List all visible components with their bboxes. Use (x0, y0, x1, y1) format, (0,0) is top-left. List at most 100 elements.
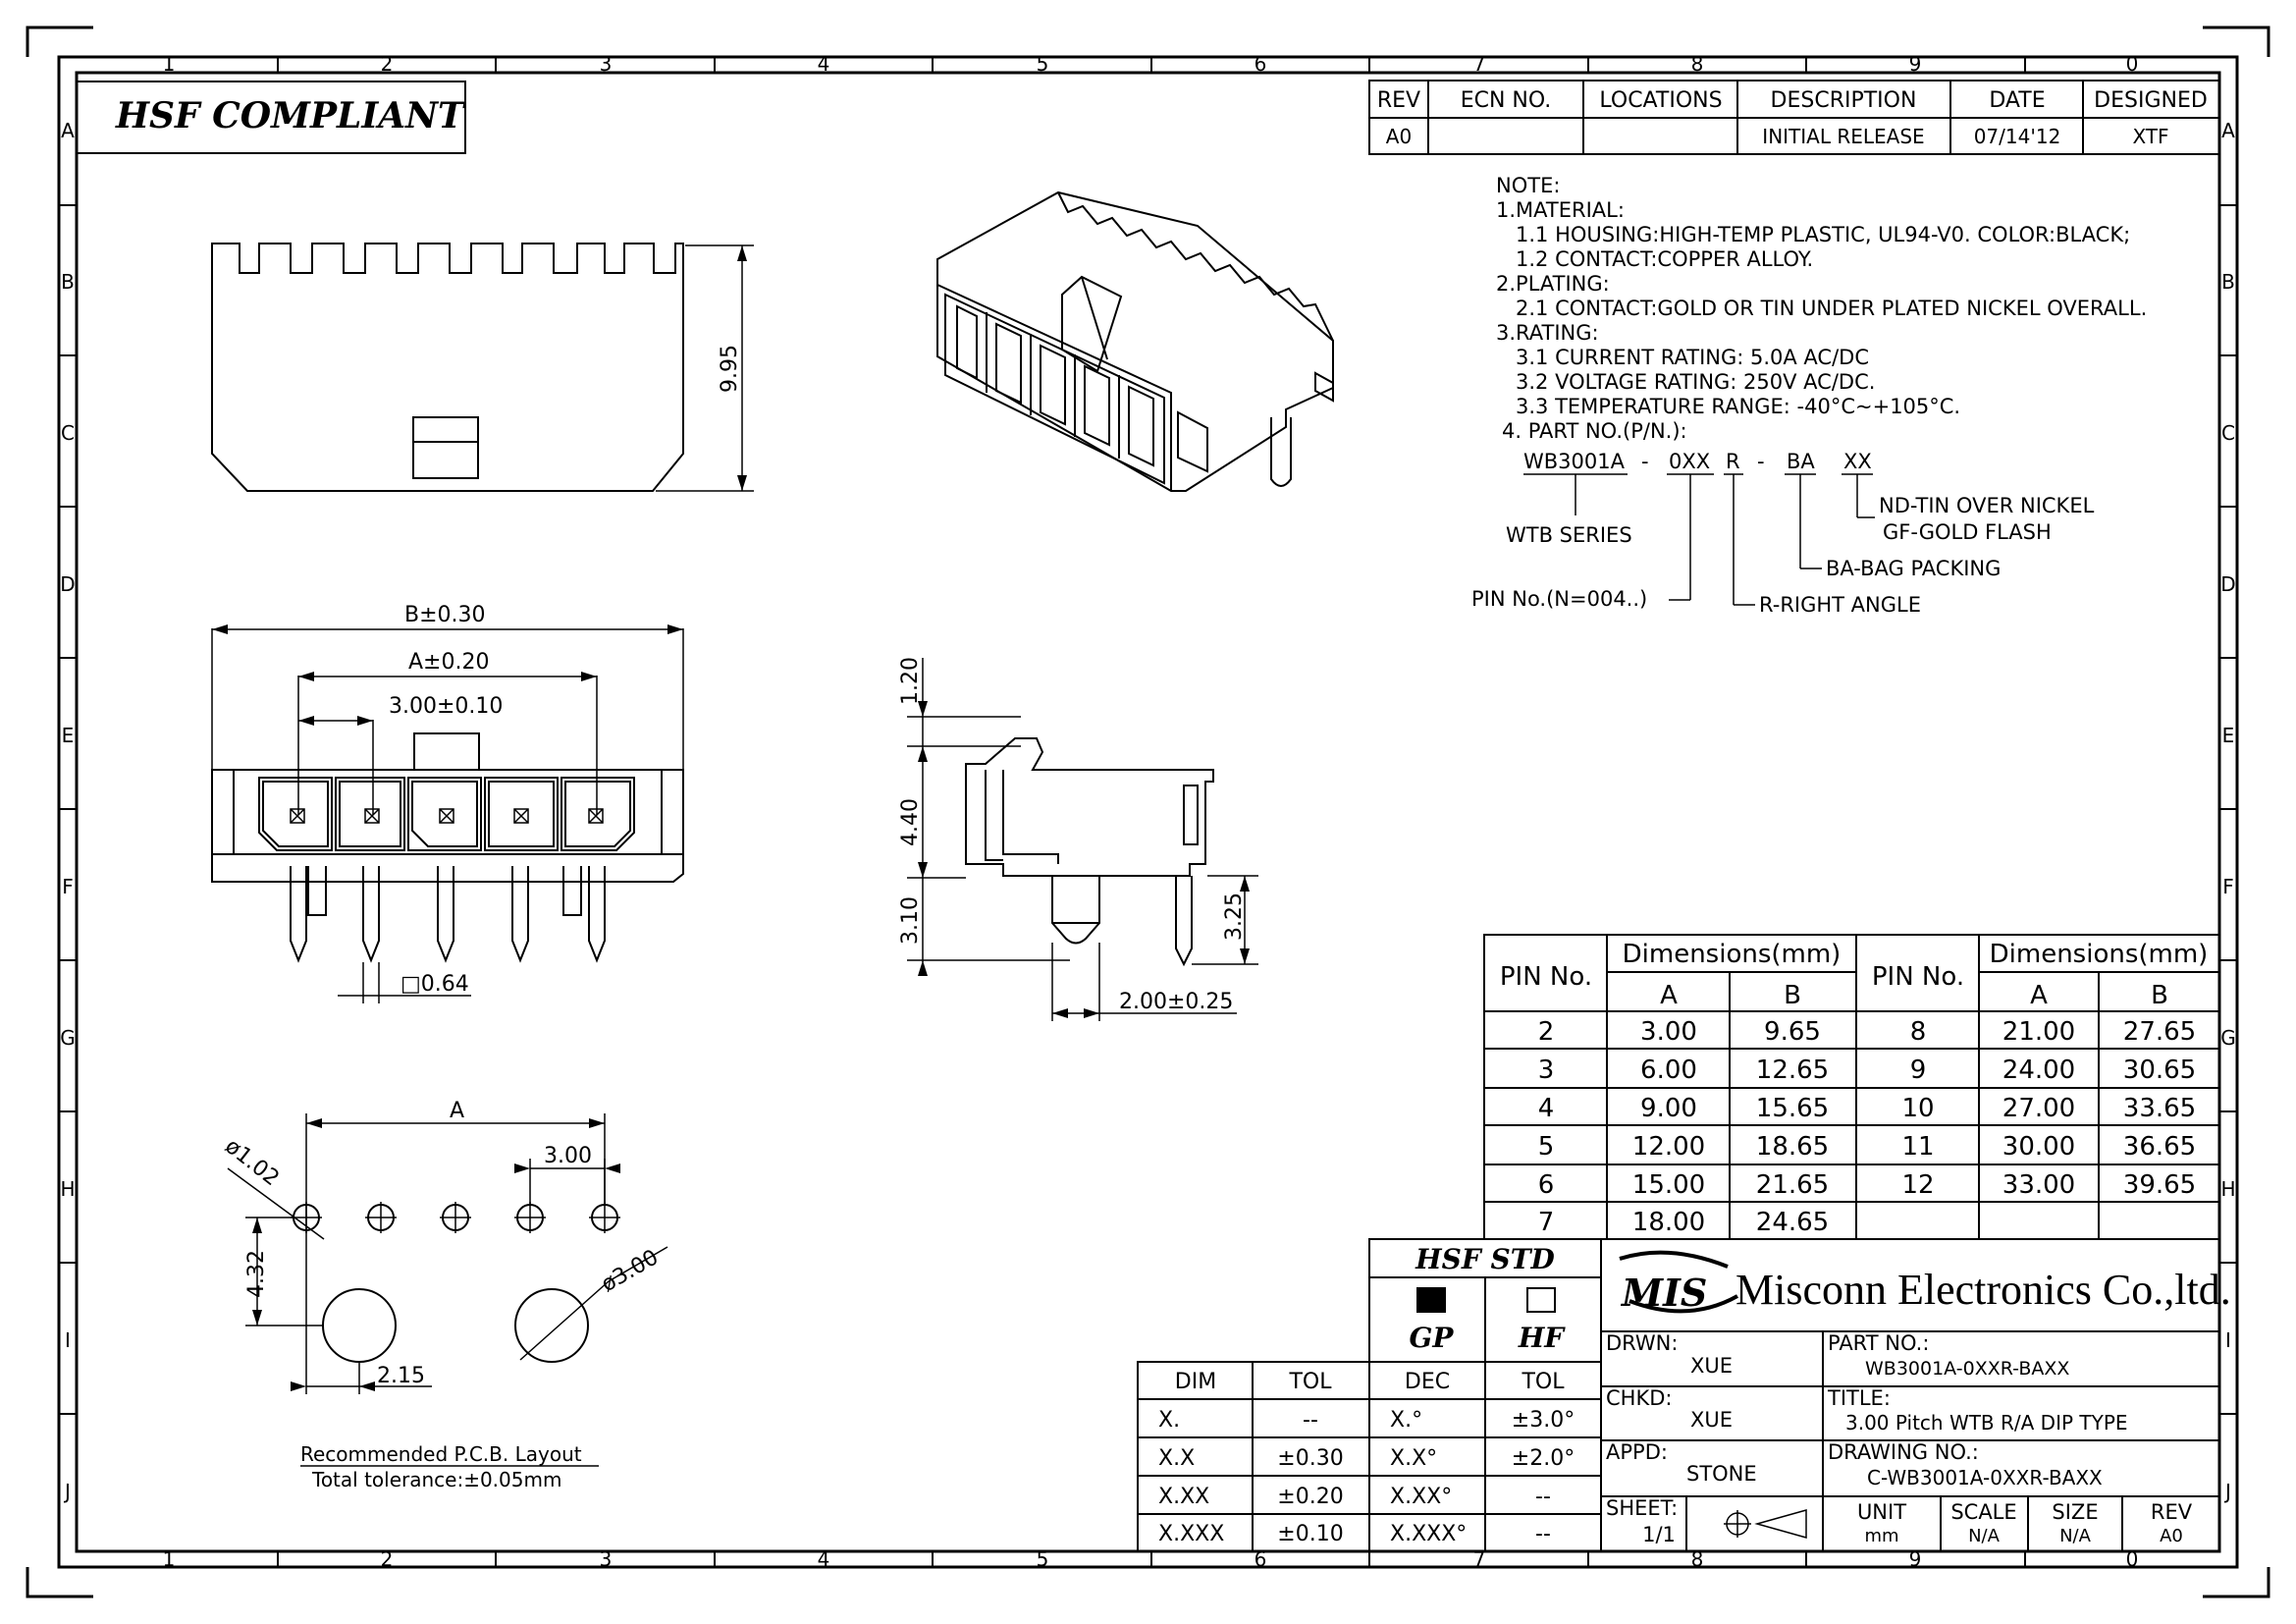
hsf-tol: -- (1535, 1522, 1551, 1546)
legend-plating-1: ND-TIN OVER NICKEL (1879, 494, 2095, 517)
dim-cell: 7 (1538, 1208, 1555, 1237)
row-label-right: B (2221, 270, 2235, 294)
legend-pin: PIN No.(N=004..) (1471, 587, 1647, 611)
part-code-packing: BA (1787, 450, 1815, 473)
dim-cell: 12.65 (1756, 1056, 1829, 1085)
row-label-right: H (2220, 1177, 2235, 1201)
dim-group-header: Dimensions(mm) (1990, 940, 2209, 969)
notes-block: NOTE: 1.MATERIAL: 1.1 HOUSING:HIGH-TEMP … (1471, 174, 2147, 617)
col-label-top: 3 (600, 52, 613, 76)
note-line: 3.3 TEMPERATURE RANGE: -40°C~+105°C. (1516, 395, 1960, 418)
tol-value: ±0.10 (1277, 1522, 1343, 1546)
hsf-compliant-box: HSF COMPLIANT (76, 81, 466, 154)
legend-plating-2: GF-GOLD FLASH (1883, 520, 2052, 544)
dim-side-pin: 3.25 (1222, 893, 1247, 941)
dim-cell: 18.00 (1632, 1208, 1705, 1237)
dim-cell: 6.00 (1640, 1056, 1697, 1085)
col-label-bottom: 6 (1255, 1547, 1267, 1571)
drawing-no-label: DRAWING NO.: (1828, 1440, 1979, 1464)
col-label-top: 5 (1037, 52, 1049, 76)
row-label-left: F (62, 875, 74, 898)
dim-pin-size: □0.64 (400, 972, 469, 997)
hsf-header: TOL (1521, 1370, 1565, 1394)
dim-cell: 3.00 (1640, 1017, 1697, 1047)
dimensions-table: PIN No. Dimensions(mm) A B PIN No. Dimen… (1483, 934, 2220, 1240)
dim-pcb-hole: ø1.02 (220, 1134, 284, 1191)
row-label-right: I (2225, 1328, 2231, 1352)
corner-marks (26, 26, 2270, 1598)
dim-cell: 21.65 (1756, 1170, 1829, 1200)
hsf-dec: X.° (1390, 1408, 1422, 1433)
unit-value: mm (1864, 1526, 1898, 1546)
part-code-series: WB3001A (1523, 450, 1626, 473)
dim-cell: 33.65 (2123, 1094, 2196, 1123)
row-label-left: D (60, 572, 75, 596)
rev-cell: A0 (1386, 125, 1412, 148)
dim-cell: 18.65 (1756, 1132, 1829, 1162)
sheet-value: 1/1 (1642, 1523, 1676, 1546)
projection-symbol-icon (1724, 1509, 1807, 1539)
pcb-title: Recommended P.C.B. Layout (300, 1442, 582, 1466)
row-label-left: A (61, 119, 75, 142)
grid-labels: 1 2 3 4 5 6 7 8 9 0 1 2 3 4 5 6 7 8 9 0 … (60, 52, 2236, 1571)
dim-cell: 5 (1538, 1132, 1555, 1162)
col-label-top: 1 (163, 52, 176, 76)
size-label: SIZE (2052, 1500, 2098, 1524)
dim-side-width: 2.00±0.25 (1119, 990, 1233, 1014)
col-label-bottom: 1 (163, 1547, 176, 1571)
size-value: N/A (2059, 1526, 2092, 1546)
dim-pcb-peg: ø3.00 (598, 1245, 664, 1297)
rev-cell: INITIAL RELEASE (1762, 125, 1924, 148)
part-code-dash: - (1757, 450, 1765, 473)
rev-header: DESCRIPTION (1771, 88, 1917, 113)
dim-cell: 39.65 (2123, 1170, 2196, 1200)
row-label-right: F (2222, 875, 2234, 898)
row-label-right: G (2220, 1026, 2236, 1050)
hsf-tol: ±2.0° (1512, 1446, 1575, 1471)
dim-cell: 8 (1910, 1017, 1927, 1047)
dim-cell: 27.65 (2123, 1017, 2196, 1047)
row-label-left: G (60, 1026, 76, 1050)
dim-pcb-a: A (450, 1099, 464, 1123)
hsf-tol: ±3.0° (1512, 1408, 1575, 1433)
dim-cell: 27.00 (2002, 1094, 2075, 1123)
hsf-compliant-label: HSF COMPLIANT (115, 95, 466, 136)
rev-header: DESIGNED (2094, 88, 2208, 113)
dim-cell: 30.65 (2123, 1056, 2196, 1085)
col-label-top: 6 (1255, 52, 1267, 76)
note-line: 3.1 CURRENT RATING: 5.0A AC/DC (1516, 346, 1869, 369)
part-code-pins: 0XX (1669, 450, 1710, 473)
rev-header: DATE (1989, 88, 2045, 113)
chkd-label: CHKD: (1606, 1386, 1672, 1410)
row-label-left: J (63, 1480, 71, 1503)
tol-header: TOL (1288, 1370, 1332, 1394)
appd-label: APPD: (1606, 1440, 1668, 1464)
pcb-tolerance: Total tolerance:±0.05mm (311, 1468, 561, 1491)
row-label-right: A (2221, 119, 2235, 142)
dim-cell: 6 (1538, 1170, 1555, 1200)
note-line: 4. PART NO.(P/N.): (1502, 419, 1687, 443)
note-line: 1.1 HOUSING:HIGH-TEMP PLASTIC, UL94-V0. … (1516, 223, 2130, 246)
dim-cell: 9.65 (1764, 1017, 1821, 1047)
hf-indicator (1526, 1287, 1556, 1313)
outer-frame (57, 55, 2239, 1569)
col-label-top: 9 (1909, 52, 1922, 76)
col-label-bottom: 7 (1473, 1547, 1486, 1571)
row-label-right: D (2220, 572, 2235, 596)
note-line: 1.MATERIAL: (1496, 198, 1625, 222)
hsf-dec: X.XXX° (1390, 1522, 1467, 1546)
dim-pin-header: PIN No. (1500, 962, 1592, 992)
row-label-left: B (61, 270, 75, 294)
dim-side-top: 1.20 (898, 657, 923, 705)
part-code-plating: XX (1843, 450, 1872, 473)
dim-cell: 36.65 (2123, 1132, 2196, 1162)
inner-frame (75, 71, 2221, 1553)
logo-text: MIS (1620, 1271, 1707, 1315)
rev-cell: XTF (2132, 125, 2168, 148)
front-view: 9.95 (211, 243, 754, 492)
row-label-left: I (65, 1328, 71, 1352)
row-label-right: E (2222, 724, 2235, 747)
note-line: 3.2 VOLTAGE RATING: 250V AC/DC. (1516, 370, 1875, 394)
title-value: 3.00 Pitch WTB R/A DIP TYPE (1845, 1411, 2128, 1435)
legend-angle: R-RIGHT ANGLE (1759, 593, 1921, 617)
